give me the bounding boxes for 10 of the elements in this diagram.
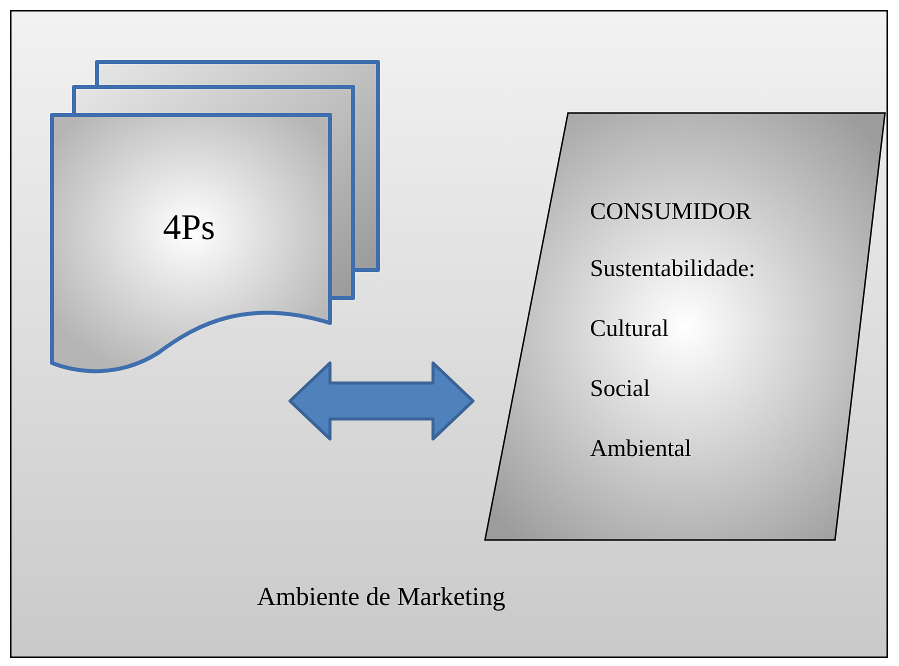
shape-text: Ambiental <box>590 436 692 463</box>
shape-text: Sustentabilidade: <box>590 256 756 283</box>
shape-heading: CONSUMIDOR <box>590 199 752 226</box>
double-headed-block-arrow <box>288 362 474 440</box>
environment-frame <box>10 10 888 658</box>
parallelogram-shape <box>483 111 887 543</box>
frame-title: Ambiente de Marketing <box>257 582 506 612</box>
shape-text: Social <box>590 376 650 403</box>
shape-heading: 4Ps <box>163 206 216 248</box>
shape-text: Cultural <box>590 316 669 343</box>
